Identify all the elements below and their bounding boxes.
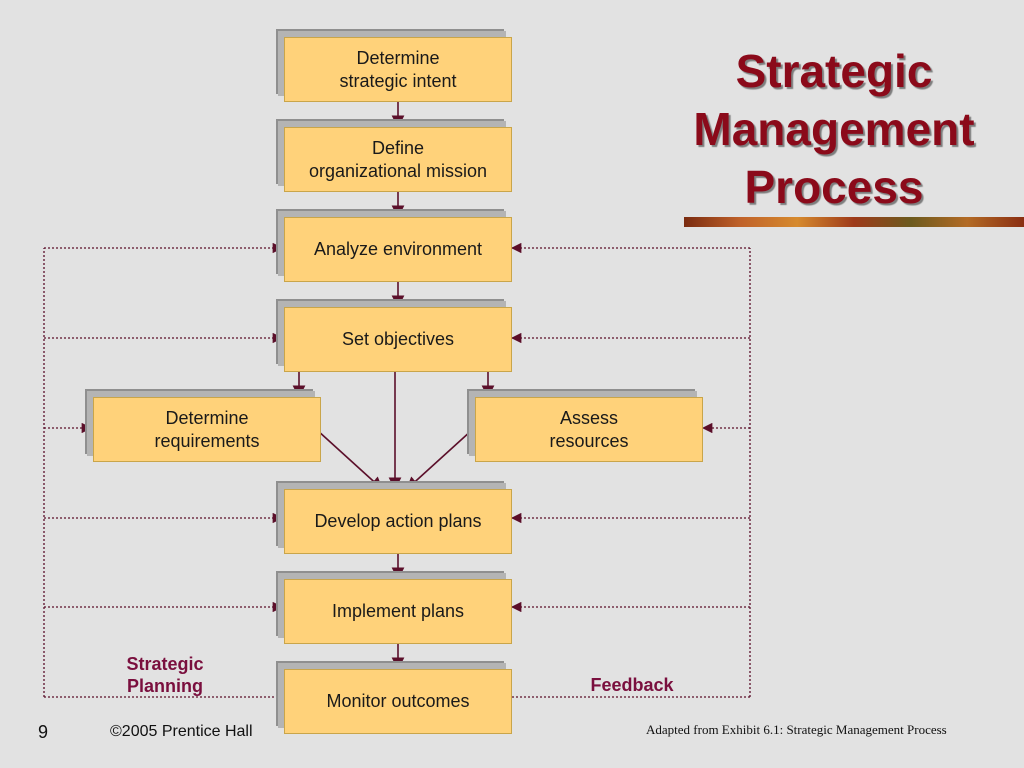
label-feedback: Feedback [590, 675, 674, 695]
box-determine-requirements: Determine requirements [93, 397, 321, 462]
box-monitor-outcomes: Monitor outcomes [284, 669, 512, 734]
slide-title: Strategic Management Process [664, 42, 1004, 216]
box-label: Define organizational mission [308, 137, 488, 181]
label-strategic-planning: Strategic Planning [126, 654, 204, 696]
box-label: Implement plans [331, 601, 465, 621]
arrow-requirements-to-action-plans [316, 429, 383, 490]
box-analyze-environment: Analyze environment [284, 217, 512, 282]
box-label: Monitor outcomes [326, 691, 470, 711]
title-line-2: Management [693, 103, 975, 155]
box-label: Analyze environment [313, 239, 483, 259]
box-set-objectives: Set objectives [284, 307, 512, 372]
box-implement-plans: Implement plans [284, 579, 512, 644]
title-line-1: Strategic [735, 45, 933, 97]
copyright-notice: ©2005 Prentice Hall [110, 723, 253, 740]
page-number: 9 [38, 722, 49, 742]
box-define-organizational-mission: Define organizational mission [284, 127, 512, 192]
box-label: Set objectives [341, 329, 455, 349]
title-line-3: Process [744, 161, 924, 213]
box-develop-action-plans: Develop action plans [284, 489, 512, 554]
arrow-resources-to-action-plans [406, 429, 473, 490]
title-decorative-bar [684, 217, 1024, 227]
box-label: Assess resources [549, 407, 629, 451]
source-note: Adapted from Exhibit 6.1: Strategic Mana… [646, 722, 947, 737]
box-determine-strategic-intent: Determine strategic intent [284, 37, 512, 102]
box-label: Determine strategic intent [339, 47, 457, 91]
box-label: Determine requirements [154, 407, 260, 451]
box-assess-resources: Assess resources [475, 397, 703, 462]
box-label: Develop action plans [314, 511, 482, 531]
